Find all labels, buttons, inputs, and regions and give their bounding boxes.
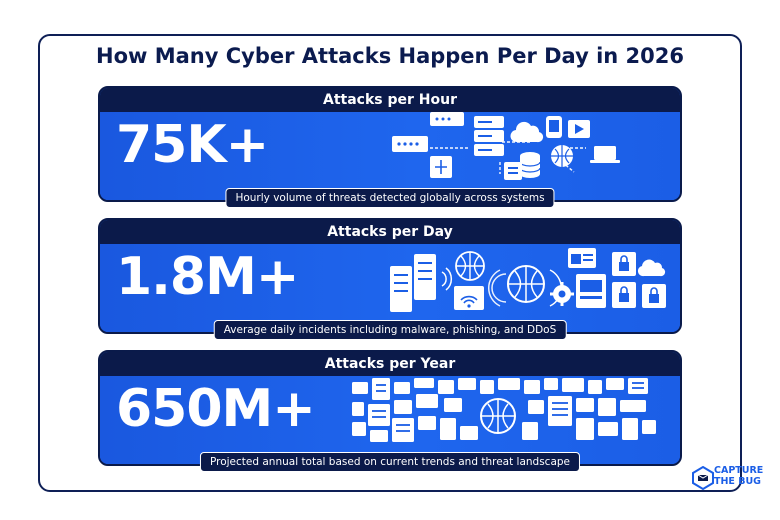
- panel-caption: Projected annual total based on current …: [199, 452, 581, 472]
- panel-caption: Hourly volume of threats detected global…: [225, 188, 555, 208]
- browser-window-icon: [394, 400, 412, 414]
- capture-the-bug-logo: CAPTURE THE BUG: [692, 464, 772, 492]
- server-stack-icon: [504, 162, 522, 180]
- padlock-icon: [612, 252, 636, 276]
- logo-line-2: THE BUG: [714, 476, 761, 487]
- globe-icon: [480, 398, 516, 434]
- padlock-icon: [642, 284, 666, 308]
- server-stack-icon: [372, 378, 390, 400]
- panel-attacks-per-day: Attacks per Day 1.8M+: [98, 218, 682, 340]
- logo-text: CAPTURE THE BUG: [714, 465, 763, 487]
- browser-window-icon: [598, 422, 618, 436]
- browser-window-icon: [620, 400, 646, 412]
- wifi-icon: [454, 286, 484, 310]
- padlock-icon: [438, 380, 454, 394]
- browser-window-icon: [370, 430, 388, 442]
- logo-mark-icon: [692, 466, 714, 490]
- laptop-icon: [590, 146, 620, 163]
- panel-attacks-per-hour: Attacks per Hour 75K+: [98, 86, 682, 208]
- server-stack-icon: [368, 404, 390, 426]
- browser-window-icon: [444, 398, 462, 412]
- dense-network-illustration: [352, 378, 656, 442]
- padlock-icon: [352, 402, 364, 416]
- panel-heading: Attacks per Day: [100, 220, 680, 244]
- panel-heading: Attacks per Hour: [100, 88, 680, 112]
- server-stack-icon: [390, 254, 436, 312]
- gear-icon: [550, 282, 574, 306]
- cloud-icon: [524, 380, 540, 394]
- network-illustration: [392, 112, 620, 180]
- network-switch-icon: [430, 112, 464, 126]
- network-switch-icon: [498, 378, 520, 390]
- browser-window-icon: [576, 274, 606, 308]
- browser-window-icon: [458, 378, 476, 390]
- panel-background: Attacks per Hour: [98, 86, 682, 202]
- stat-value: 1.8M+: [116, 247, 299, 307]
- laptop-icon: [598, 398, 616, 416]
- network-switch-icon: [430, 156, 452, 178]
- server-stack-icon: [474, 116, 504, 156]
- logo-line-1: CAPTURE: [714, 465, 764, 476]
- padlock-icon: [642, 420, 656, 434]
- panel-caption: Average daily incidents including malwar…: [213, 320, 567, 340]
- network-illustration: [390, 248, 666, 312]
- browser-window-icon: [352, 382, 368, 394]
- cloud-icon: [637, 259, 666, 277]
- network-switch-icon: [416, 394, 438, 408]
- browser-window-icon: [576, 398, 594, 412]
- browser-window-icon: [606, 378, 624, 390]
- cloud-icon: [510, 121, 544, 143]
- panel-heading: Attacks per Year: [100, 352, 680, 376]
- panel-attacks-per-year: Attacks per Year 650M+: [98, 350, 682, 472]
- mobile-phone-icon: [546, 116, 562, 138]
- page-title: How Many Cyber Attacks Happen Per Day in…: [96, 44, 684, 68]
- padlock-icon: [352, 422, 366, 436]
- globe-icon: [507, 265, 545, 303]
- browser-window-icon: [568, 248, 596, 268]
- stat-value: 75K+: [116, 115, 269, 175]
- stat-value: 650M+: [116, 379, 316, 439]
- cloud-icon: [480, 380, 494, 394]
- network-switch-icon: [414, 378, 434, 388]
- network-switch-icon: [392, 136, 428, 152]
- server-stack-icon: [548, 396, 572, 426]
- database-icon: [519, 152, 541, 178]
- browser-window-icon: [562, 378, 584, 392]
- browser-window-icon: [394, 382, 410, 394]
- browser-window-icon: [568, 120, 590, 138]
- globe-icon: [455, 251, 485, 281]
- mobile-phone-icon: [528, 400, 544, 414]
- server-stack-icon: [576, 418, 594, 440]
- padlock-icon: [612, 282, 636, 308]
- globe-icon: [551, 145, 573, 167]
- browser-window-icon: [418, 416, 436, 430]
- padlock-icon: [588, 380, 602, 394]
- padlock-icon: [460, 426, 478, 440]
- mobile-phone-icon: [544, 378, 558, 390]
- server-stack-icon: [628, 378, 648, 394]
- mobile-phone-icon: [522, 422, 538, 440]
- server-stack-icon: [440, 418, 456, 440]
- server-stack-icon: [622, 418, 638, 440]
